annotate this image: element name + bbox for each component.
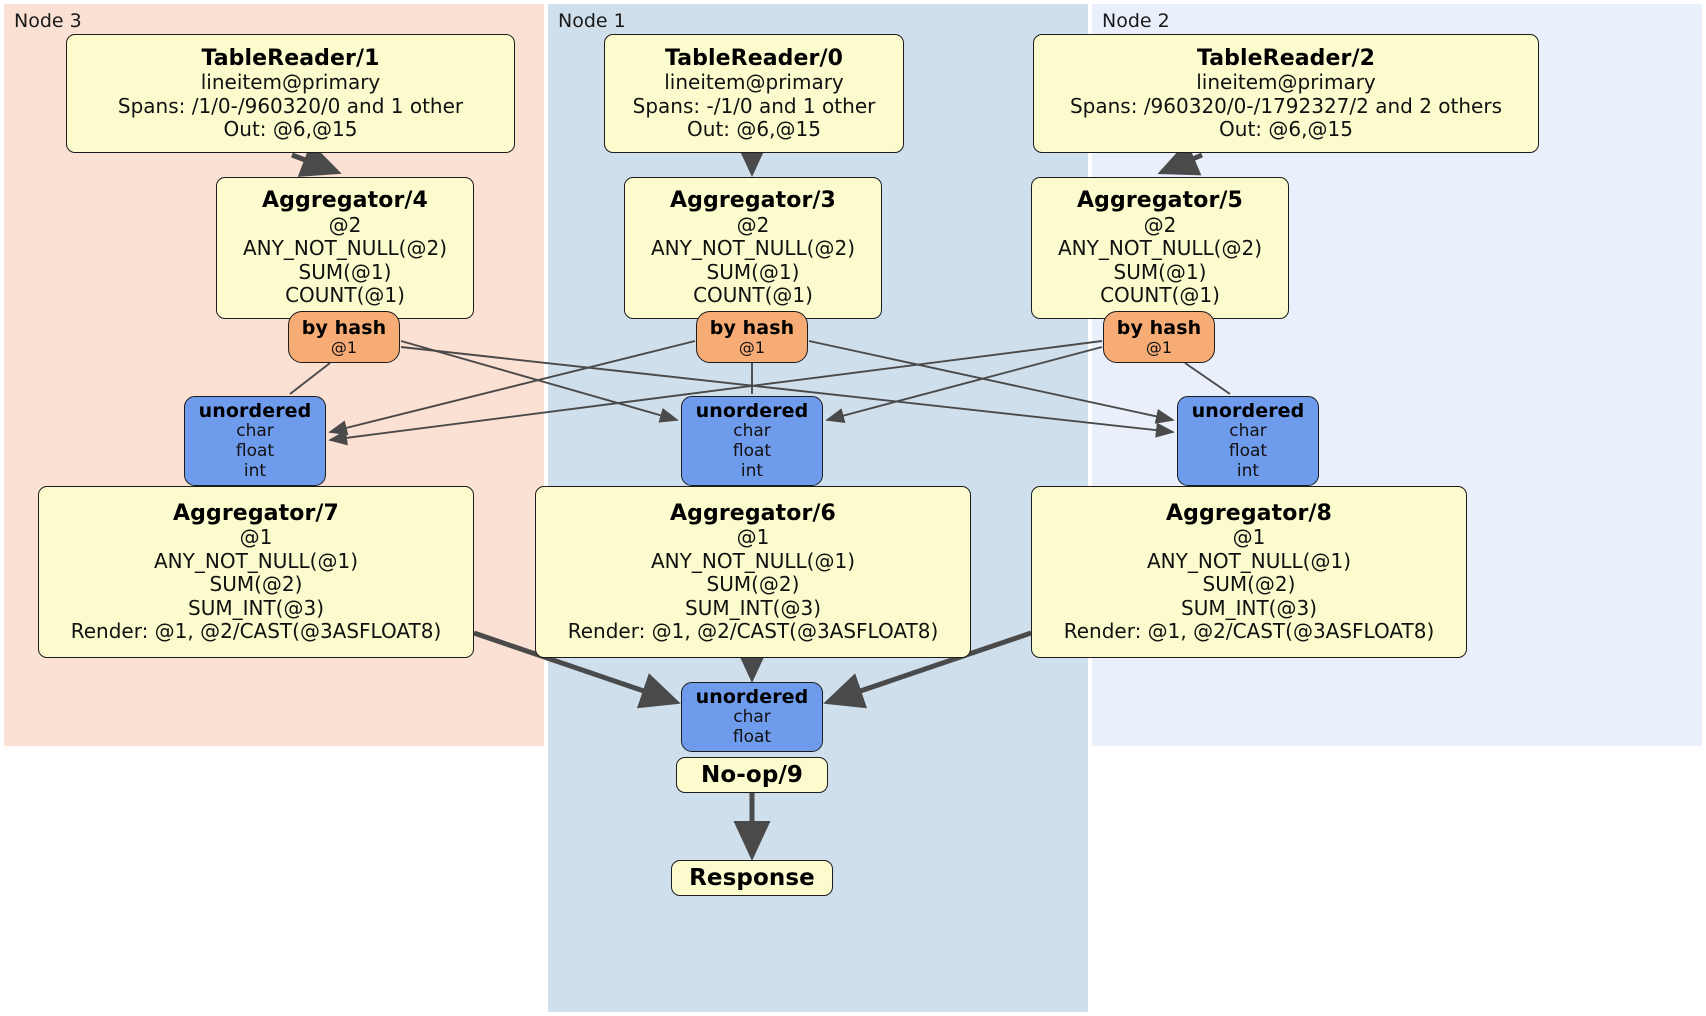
graph-box-line-aggregator5-3: COUNT(@1) bbox=[1100, 283, 1220, 308]
graph-box-line-unordered7-0: char bbox=[236, 421, 274, 442]
graph-box-title-unordered7: unordered bbox=[198, 400, 312, 423]
graph-box-line-aggregator8-4: Render: @1, @2/CAST(@3ASFLOAT8) bbox=[1063, 618, 1435, 643]
graph-box-title-tablereader2: TableReader/2 bbox=[1196, 45, 1376, 71]
graph-box-line-aggregator8-3: SUM_INT(@3) bbox=[1181, 595, 1317, 620]
graph-box-title-byhash5: by hash bbox=[1116, 316, 1202, 339]
graph-box-line-tablereader2-1: Spans: /960320/0-/1792327/2 and 2 others bbox=[1069, 93, 1502, 118]
graph-box-line-byhash5-0: @1 bbox=[1145, 337, 1173, 357]
graph-box-line-aggregator3-2: SUM(@1) bbox=[706, 259, 800, 284]
graph-box-line-aggregator4-0: @2 bbox=[328, 213, 362, 238]
graph-box-noop9[interactable]: No-op/9 bbox=[676, 757, 828, 793]
graph-box-line-aggregator8-0: @1 bbox=[1232, 525, 1266, 550]
graph-box-line-aggregator3-3: COUNT(@1) bbox=[693, 283, 813, 308]
graph-box-line-tablereader0-0: lineitem@primary bbox=[664, 70, 844, 95]
graph-box-line-byhash4-0: @1 bbox=[330, 337, 358, 357]
graph-box-line-aggregator7-1: ANY_NOT_NULL(@1) bbox=[154, 548, 358, 573]
graph-box-title-tablereader1: TableReader/1 bbox=[201, 45, 380, 71]
graph-box-title-byhash4: by hash bbox=[301, 316, 387, 339]
graph-box-title-unordered8: unordered bbox=[1191, 400, 1305, 423]
graph-box-line-unordered8-2: int bbox=[1236, 461, 1260, 482]
graph-box-line-tablereader0-2: Out: @6,@15 bbox=[687, 117, 821, 142]
graph-box-title-tablereader0: TableReader/0 bbox=[664, 45, 844, 71]
graph-box-line-aggregator6-4: Render: @1, @2/CAST(@3ASFLOAT8) bbox=[567, 618, 939, 643]
graph-box-title-aggregator3: Aggregator/3 bbox=[670, 188, 836, 214]
graph-box-line-unordered9-0: char bbox=[733, 707, 771, 728]
graph-box-title-unordered6: unordered bbox=[695, 400, 809, 423]
graph-box-line-aggregator5-1: ANY_NOT_NULL(@2) bbox=[1058, 236, 1262, 261]
graph-box-line-unordered6-0: char bbox=[733, 421, 771, 442]
graph-box-line-aggregator6-1: ANY_NOT_NULL(@1) bbox=[651, 548, 855, 573]
graph-box-title-noop9: No-op/9 bbox=[701, 761, 803, 788]
graph-box-line-aggregator5-0: @2 bbox=[1143, 213, 1177, 238]
graph-box-line-aggregator7-3: SUM_INT(@3) bbox=[188, 595, 324, 620]
graph-box-title-aggregator5: Aggregator/5 bbox=[1077, 188, 1243, 214]
graph-box-title-response: Response bbox=[689, 864, 815, 891]
graph-box-line-tablereader2-2: Out: @6,@15 bbox=[1219, 117, 1353, 142]
graph-box-line-unordered6-1: float bbox=[732, 441, 772, 462]
graph-box-title-aggregator8: Aggregator/8 bbox=[1166, 500, 1332, 526]
graph-box-title-aggregator4: Aggregator/4 bbox=[262, 188, 428, 214]
graph-box-line-tablereader1-2: Out: @6,@15 bbox=[223, 117, 358, 142]
graph-box-line-unordered6-2: int bbox=[740, 461, 764, 482]
graph-box-line-tablereader0-1: Spans: -/1/0 and 1 other bbox=[632, 93, 876, 118]
graph-box-line-unordered7-1: float bbox=[235, 441, 275, 462]
graph-box-line-unordered8-1: float bbox=[1228, 441, 1268, 462]
graph-box-line-aggregator6-2: SUM(@2) bbox=[706, 572, 800, 597]
graph-box-title-byhash3: by hash bbox=[709, 316, 795, 339]
graph-box-line-aggregator7-4: Render: @1, @2/CAST(@3ASFLOAT8) bbox=[70, 618, 442, 643]
graph-box-line-tablereader2-0: lineitem@primary bbox=[1196, 70, 1376, 95]
graph-box-line-aggregator6-3: SUM_INT(@3) bbox=[685, 595, 821, 620]
graph-box-byhash5[interactable]: by hash@1 bbox=[1103, 311, 1215, 363]
graph-box-line-unordered7-2: int bbox=[243, 461, 267, 482]
graph-box-line-aggregator4-1: ANY_NOT_NULL(@2) bbox=[243, 236, 447, 261]
graph-box-line-aggregator5-2: SUM(@1) bbox=[1113, 259, 1207, 284]
graph-box-line-unordered8-0: char bbox=[1229, 421, 1267, 442]
graph-box-line-aggregator4-2: SUM(@1) bbox=[298, 259, 392, 284]
graph-box-title-unordered9: unordered bbox=[695, 686, 809, 709]
node-panel-label-node2: Node 2 bbox=[1102, 10, 1170, 32]
graph-box-line-aggregator8-2: SUM(@2) bbox=[1202, 572, 1296, 597]
graph-box-title-aggregator6: Aggregator/6 bbox=[670, 500, 836, 526]
graph-box-line-aggregator3-1: ANY_NOT_NULL(@2) bbox=[651, 236, 855, 261]
graph-box-byhash3[interactable]: by hash@1 bbox=[696, 311, 808, 363]
graph-box-line-aggregator8-1: ANY_NOT_NULL(@1) bbox=[1147, 548, 1351, 573]
graph-box-response[interactable]: Response bbox=[671, 860, 833, 896]
node-panel-label-node1: Node 1 bbox=[558, 10, 626, 32]
graph-box-line-aggregator6-0: @1 bbox=[736, 525, 770, 550]
graph-box-line-byhash3-0: @1 bbox=[738, 337, 766, 357]
graph-box-byhash4[interactable]: by hash@1 bbox=[288, 311, 400, 363]
graph-box-line-unordered9-1: float bbox=[732, 727, 772, 748]
graph-box-line-aggregator7-0: @1 bbox=[239, 525, 273, 550]
graph-box-line-aggregator4-3: COUNT(@1) bbox=[285, 283, 405, 308]
graph-box-title-aggregator7: Aggregator/7 bbox=[173, 500, 339, 526]
graph-box-line-aggregator3-0: @2 bbox=[736, 213, 770, 238]
node-panel-label-node3: Node 3 bbox=[14, 10, 82, 32]
graph-box-line-aggregator7-2: SUM(@2) bbox=[209, 572, 303, 597]
graph-box-line-tablereader1-1: Spans: /1/0-/960320/0 and 1 other bbox=[117, 93, 464, 118]
graph-box-line-tablereader1-0: lineitem@primary bbox=[200, 70, 381, 95]
